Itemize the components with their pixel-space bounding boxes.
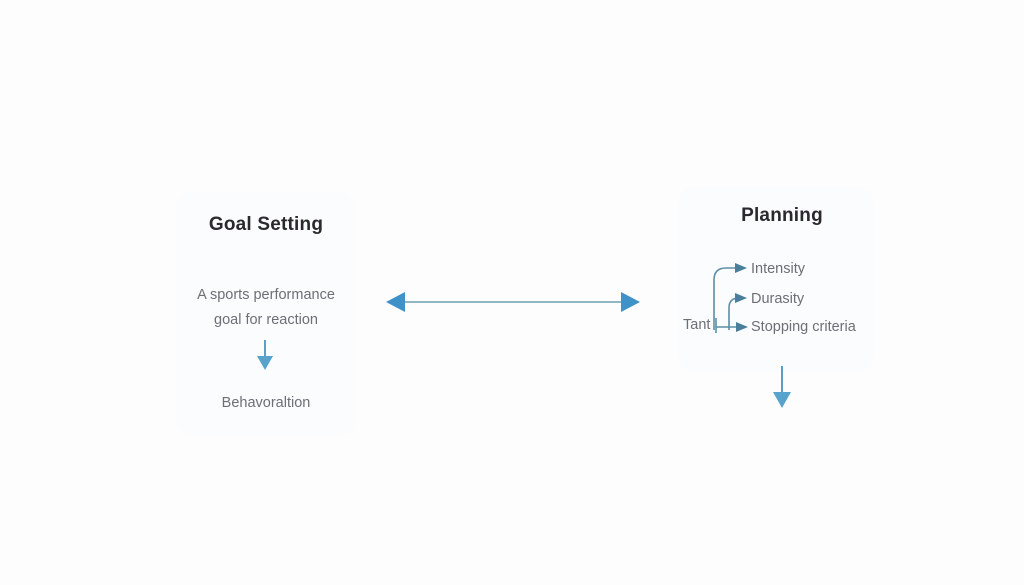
planning-root-label: Tant	[683, 317, 711, 333]
branch-connector-intensity-head	[735, 263, 747, 273]
planning-branch-stopping-criteria: Stopping criteria	[751, 319, 856, 335]
goal-setting-outcome: Behavoraltion	[221, 395, 311, 411]
left-downward-arrow	[257, 340, 273, 370]
goal-setting-description-line-1: A sports performance	[197, 287, 335, 303]
bidirectional-arrow	[386, 292, 640, 312]
branch-connector-durasity-head	[735, 293, 747, 303]
left-downward-arrow-head	[257, 356, 273, 370]
branch-connector-intensity-path	[713, 267, 736, 330]
bidirectional-arrow-head-left	[386, 292, 405, 312]
goal-setting-heading: Goal Setting	[208, 214, 324, 235]
planning-branch-durasity: Durasity	[751, 291, 805, 307]
right-downward-arrow-head	[773, 392, 791, 408]
goal-setting-description: A sports performance goal for reaction	[156, 283, 376, 333]
planning-branch-intensity: Intensity	[751, 261, 805, 277]
planning-heading: Planning	[741, 205, 823, 226]
goal-setting-description-line-2: goal for reaction	[214, 312, 318, 328]
branch-connector-intensity	[713, 263, 747, 330]
branch-connector-stopping-criteria-head	[736, 322, 748, 332]
right-downward-arrow	[773, 366, 791, 408]
branch-connector-durasity	[728, 293, 747, 330]
branch-connector-stopping-criteria	[715, 318, 748, 333]
bidirectional-arrow-head-right	[621, 292, 640, 312]
branch-connector-durasity-path	[728, 297, 740, 330]
